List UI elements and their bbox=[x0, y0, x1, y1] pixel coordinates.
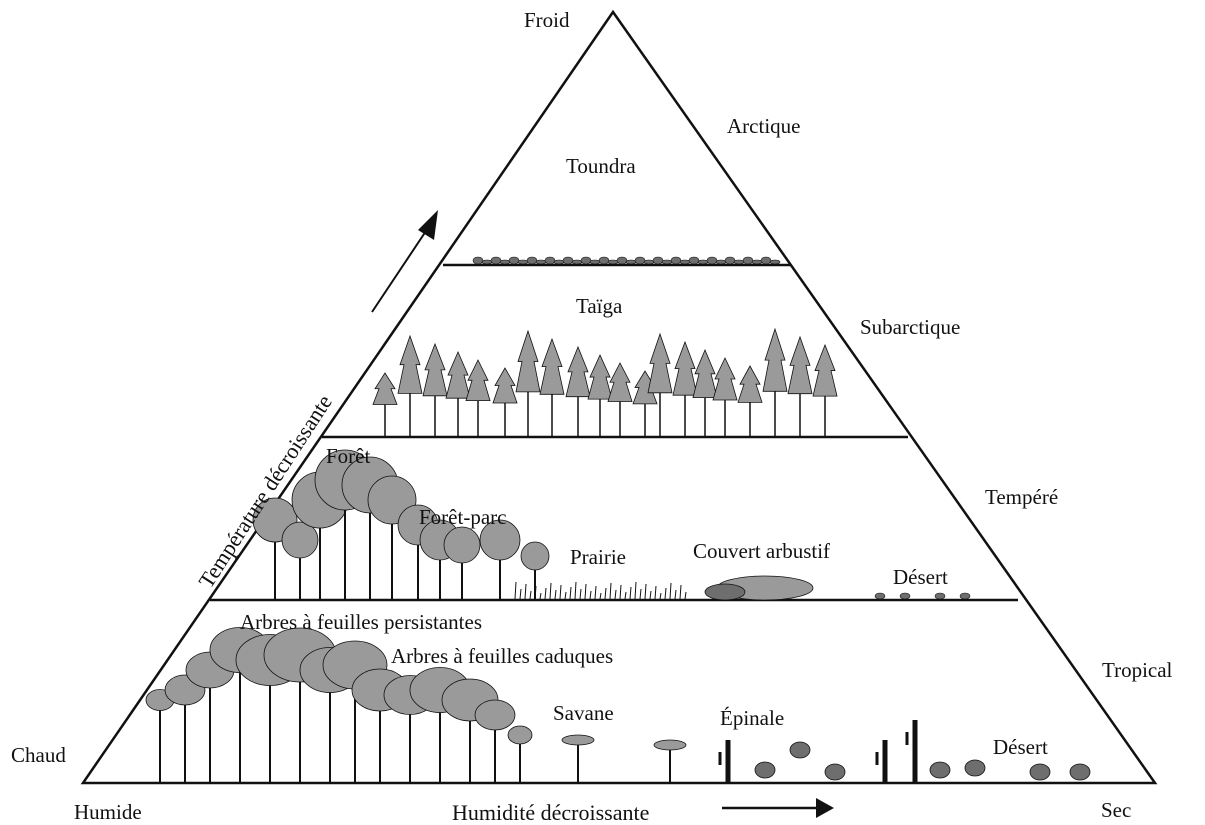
biome-label-prairie: Prairie bbox=[570, 545, 626, 569]
zone-label-subarctic: Subarctique bbox=[860, 315, 961, 339]
zone-label-arctic: Arctique bbox=[727, 114, 801, 138]
corner-label-hot: Chaud bbox=[11, 743, 66, 767]
axis-label-humidity: Humidité décroissante bbox=[452, 800, 650, 825]
biome-label-forest: Forêt bbox=[326, 444, 371, 468]
biome-label-tundra: Toundra bbox=[566, 154, 636, 178]
humidity-arrow bbox=[722, 798, 834, 818]
biome-label-thorn: Épinale bbox=[720, 706, 785, 730]
temperature-arrow bbox=[371, 210, 438, 313]
biome-label-deciduous: Arbres à feuilles caduques bbox=[391, 644, 614, 668]
zone-label-tropical: Tropical bbox=[1102, 658, 1173, 682]
corner-label-cold: Froid bbox=[524, 8, 570, 32]
biome-label-shrubland: Couvert arbustif bbox=[693, 539, 831, 563]
corner-label-dry: Sec bbox=[1101, 798, 1132, 822]
pyramid-outline bbox=[80, 9, 1158, 785]
temperate-vegetation bbox=[252, 449, 971, 601]
biome-label-evergreen: Arbres à feuilles persistantes bbox=[240, 610, 483, 634]
corner-label-humid: Humide bbox=[74, 800, 142, 824]
biome-label-taiga: Taïga bbox=[576, 294, 623, 318]
biome-label-parkland: Forêt-parc bbox=[419, 505, 507, 529]
tundra-vegetation bbox=[472, 256, 781, 265]
zone-label-temperate: Tempéré bbox=[985, 485, 1059, 509]
taiga-vegetation bbox=[372, 327, 838, 436]
biome-label-savanna: Savane bbox=[553, 701, 614, 725]
biome-label-tropical-desert: Désert bbox=[993, 735, 1048, 759]
biome-label-temperate-desert: Désert bbox=[893, 565, 948, 589]
tropical-vegetation bbox=[145, 627, 1091, 782]
